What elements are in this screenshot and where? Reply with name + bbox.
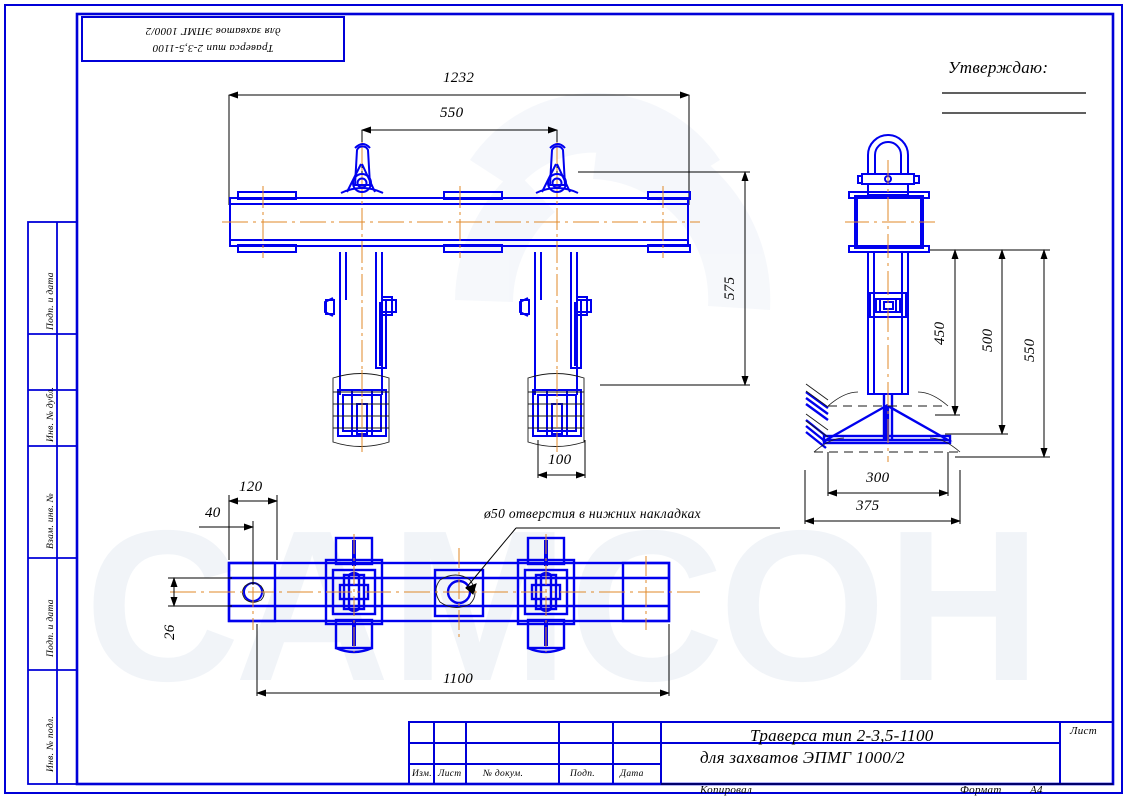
dim-100 <box>537 440 586 479</box>
dim-550 <box>955 249 1050 458</box>
dim-575 <box>578 171 750 386</box>
format-label: Формат <box>960 784 1002 796</box>
margin-label-podp-data-1: Подп. и дата <box>46 599 56 657</box>
side-thin-edges <box>813 391 961 453</box>
side-base-bracket <box>805 391 953 449</box>
dim-300-text: 300 <box>866 470 890 486</box>
dim-500 <box>945 249 1008 435</box>
view-centerlines <box>262 142 664 452</box>
dim-300 <box>827 452 949 497</box>
side-base-hatch <box>805 383 829 438</box>
top-label: Траверса тип 2-3,5-1100 для захватов ЭПМ… <box>88 22 338 56</box>
dim-550-text: 550 <box>1022 338 1038 362</box>
holes-note-leader <box>465 527 780 595</box>
plan-view <box>168 495 780 697</box>
gripper-assembly-right <box>519 252 592 437</box>
dim-375 <box>804 470 961 525</box>
dim-450 <box>930 249 1050 416</box>
dim-100-text: 100 <box>548 452 572 468</box>
dim-450-text: 450 <box>932 321 948 345</box>
lifting-lug-right <box>535 143 579 194</box>
sheet-label: Лист <box>1070 725 1097 737</box>
format-value: A4 <box>1030 784 1043 796</box>
dim-26-text: 26 <box>162 624 178 640</box>
sheet-frame <box>4 4 1123 794</box>
dim-1100-text: 1100 <box>443 671 474 687</box>
dim-500-text: 500 <box>980 328 996 352</box>
dim-575-text: 575 <box>722 276 738 300</box>
col-podp: Подп. <box>570 769 595 779</box>
gripper-assembly-left <box>324 252 397 437</box>
col-dokum: № докум. <box>483 769 524 779</box>
top-label-box <box>81 16 345 62</box>
dim-550 <box>361 126 558 190</box>
top-label-line2: для захватов ЭПМГ 1000/2 <box>145 25 281 37</box>
col-list: Лист <box>438 769 462 779</box>
dim-1232-text: 1232 <box>443 70 475 86</box>
approval-lines <box>942 92 1086 114</box>
lifting-lug-left <box>340 143 384 194</box>
copied-label: Копировал <box>700 784 753 796</box>
gripper-outline-right <box>527 373 585 447</box>
col-data: Дата <box>620 769 644 779</box>
dim-1100 <box>256 624 670 697</box>
plan-end-hole-sketch <box>242 582 265 603</box>
margin-label-vzam-inv: Взам. инв. № <box>46 493 56 549</box>
dim-375-text: 375 <box>856 498 880 514</box>
title-line-1: Траверса тип 2-3,5-1100 <box>750 726 934 745</box>
dim-120-text: 120 <box>239 479 263 495</box>
gripper-outline-left <box>332 373 390 447</box>
plan-hole-sketch <box>435 574 476 608</box>
margin-label-inv-podl: Инв. № подл. <box>46 715 56 772</box>
cover-plates <box>237 191 691 253</box>
dim-550-text: 550 <box>440 105 464 121</box>
front-view <box>222 91 750 479</box>
col-izm: Изм. <box>412 769 432 779</box>
top-label-line1: Траверса тип 2-3,5-1100 <box>152 42 274 54</box>
margin-label-podp-data-2: Подп. и дата <box>46 272 56 330</box>
side-view <box>804 134 1050 525</box>
holes-note-text: ø50 отверстия в нижних накладках <box>484 506 701 521</box>
approval-label: Утверждаю: <box>948 58 1049 77</box>
title-line-2: для захватов ЭПМГ 1000/2 <box>700 748 905 767</box>
dim-40-text: 40 <box>205 505 221 521</box>
dim-26 <box>168 577 232 607</box>
margin-table <box>27 221 78 785</box>
margin-label-inv-dubl: Инв. № дубл. <box>46 386 56 442</box>
dim-1232 <box>228 91 690 205</box>
dim-40 <box>199 521 254 585</box>
